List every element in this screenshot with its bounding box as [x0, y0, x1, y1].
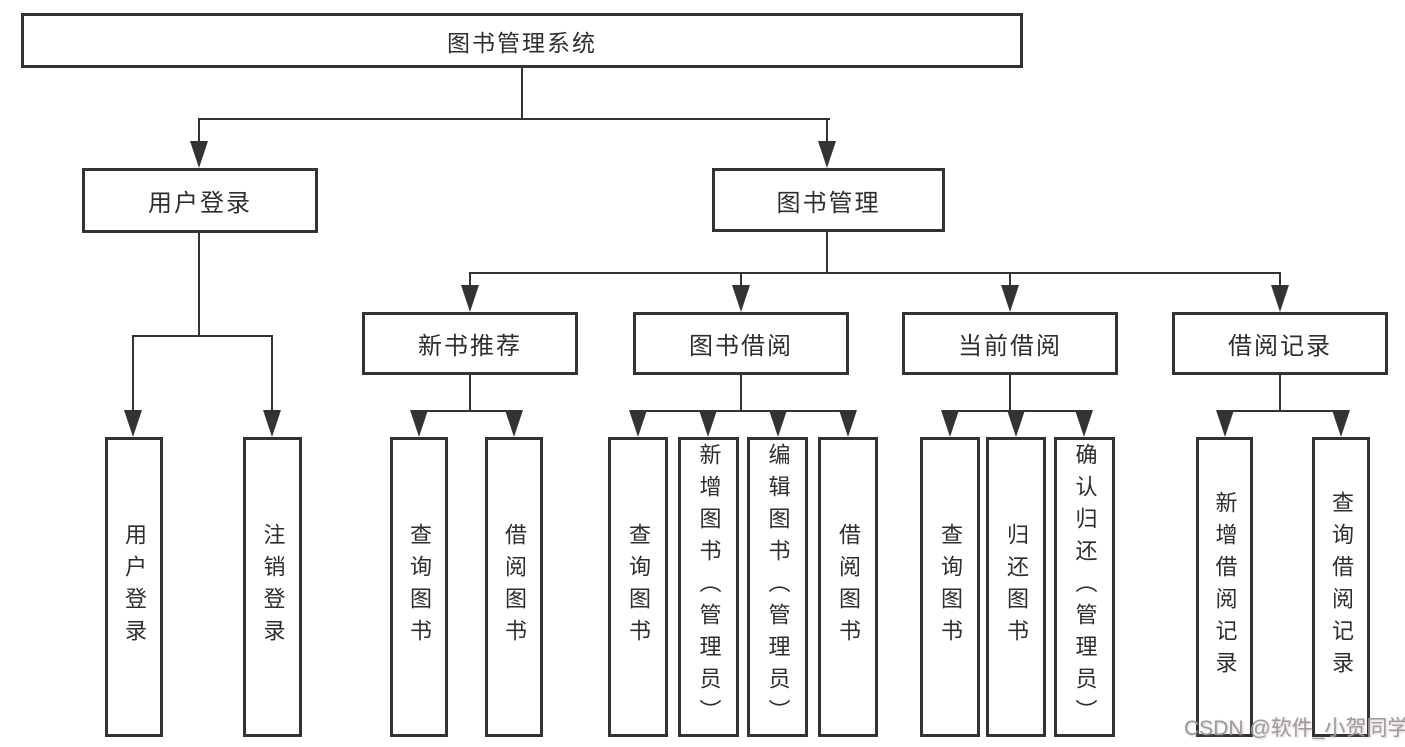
arrow-down	[1007, 410, 1025, 437]
arrow-down	[124, 410, 142, 437]
node-label: 图书管理系统	[447, 29, 597, 56]
arrow-down	[699, 410, 717, 437]
node-label: 借阅记录	[1228, 333, 1332, 360]
arrow-down	[818, 141, 836, 168]
node-label: 用户登录	[148, 190, 252, 217]
node-module-new-book-recommend: 新书推荐	[362, 312, 578, 375]
node-module-borrow-records: 借阅记录	[1172, 312, 1388, 375]
leaf-label: 注销登录	[260, 523, 286, 651]
connector-hline	[1224, 410, 1342, 412]
leaf-label: 编辑图书（管理员）	[765, 443, 791, 731]
leaf-label: 查询图书	[938, 523, 963, 651]
watermark-text: CSDN @软件_小贺同学	[1184, 717, 1405, 740]
arrow-down	[1216, 410, 1234, 437]
connector-hline	[198, 118, 830, 120]
arrow-down	[941, 410, 959, 437]
connector-vline	[740, 374, 742, 410]
connector-vline	[826, 118, 828, 144]
arrow-down	[839, 410, 857, 437]
leaf-query-books-2: 查询图书	[608, 437, 668, 737]
leaf-borrow-books-2: 借阅图书	[818, 437, 878, 737]
arrow-down	[1271, 285, 1289, 312]
node-branch-book-management: 图书管理	[712, 168, 945, 232]
leaf-query-books-3: 查询图书	[920, 437, 980, 737]
node-label: 图书管理	[776, 189, 881, 217]
node-label: 当前借阅	[958, 333, 1062, 360]
arrow-down	[769, 410, 787, 437]
connector-hline	[469, 272, 1281, 274]
connector-vline	[1009, 374, 1011, 410]
connector-hline	[637, 410, 849, 412]
arrow-down	[263, 410, 281, 437]
connector-vline	[271, 335, 273, 413]
connector-vline	[469, 374, 471, 410]
leaf-label: 查询图书	[407, 523, 432, 651]
leaf-add-borrow-record: 新增借阅记录	[1196, 437, 1253, 737]
node-branch-user-login: 用户登录	[82, 168, 318, 233]
leaf-label: 新增图书（管理员）	[696, 443, 722, 731]
leaf-add-book-admin: 新增图书（管理员）	[678, 437, 739, 737]
leaf-label: 确认归还（管理员）	[1072, 443, 1098, 731]
leaf-label: 查询图书	[626, 523, 651, 651]
leaf-query-books-1: 查询图书	[390, 437, 448, 737]
connector-vline	[1009, 272, 1011, 286]
arrow-down	[629, 410, 647, 437]
leaf-borrow-books-1: 借阅图书	[485, 437, 543, 737]
leaf-logout: 注销登录	[243, 437, 302, 737]
leaf-label: 借阅图书	[502, 523, 527, 651]
leaf-label: 查询借阅记录	[1329, 491, 1354, 683]
connector-vline	[198, 233, 200, 335]
leaf-user-login: 用户登录	[105, 437, 163, 737]
connector-vline	[469, 272, 471, 286]
leaf-edit-book-admin: 编辑图书（管理员）	[747, 437, 808, 737]
connector-hline	[132, 335, 273, 337]
connector-vline	[1279, 374, 1281, 410]
connector-vline	[826, 230, 828, 272]
connector-vline	[521, 66, 523, 118]
connector-hline	[418, 410, 516, 412]
node-module-book-borrow: 图书借阅	[633, 312, 849, 375]
leaf-label: 归还图书	[1004, 523, 1029, 651]
arrow-down	[1075, 410, 1093, 437]
node-label: 图书借阅	[689, 333, 793, 360]
node-root: 图书管理系统	[21, 13, 1023, 68]
arrow-down	[505, 410, 523, 437]
node-module-current-borrow: 当前借阅	[902, 312, 1118, 375]
leaf-label: 用户登录	[122, 523, 147, 651]
leaf-label: 借阅图书	[836, 523, 861, 651]
arrow-down	[732, 285, 750, 312]
arrow-down	[190, 141, 208, 168]
leaf-label: 新增借阅记录	[1212, 491, 1238, 683]
leaf-query-borrow-record: 查询借阅记录	[1312, 437, 1370, 737]
connector-vline	[1279, 272, 1281, 286]
arrow-down	[1001, 285, 1019, 312]
leaf-confirm-return-admin: 确认归还（管理员）	[1054, 437, 1115, 737]
connector-vline	[198, 118, 200, 144]
arrow-down	[410, 410, 428, 437]
arrow-down	[1332, 410, 1350, 437]
arrow-down	[461, 285, 479, 312]
connector-vline	[132, 335, 134, 413]
leaf-return-book: 归还图书	[986, 437, 1046, 737]
connector-vline	[740, 272, 742, 286]
node-label: 新书推荐	[418, 333, 522, 360]
